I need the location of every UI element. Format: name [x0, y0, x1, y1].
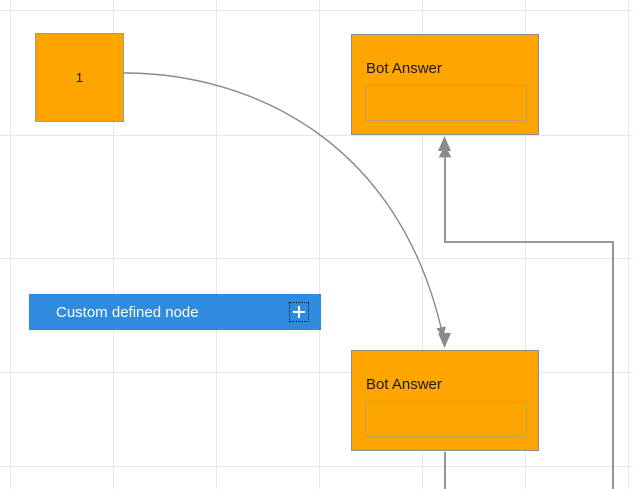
arrowhead-into-bot-answer-top — [438, 136, 451, 151]
bot-answer-top-input-slot[interactable] — [365, 85, 527, 121]
bot-answer-bottom-input-slot[interactable] — [365, 401, 527, 437]
flow-node-1[interactable]: 1 — [35, 33, 124, 122]
grid-line-vertical-6 — [628, 0, 629, 489]
custom-defined-node-bar[interactable]: Custom defined node — [29, 294, 321, 330]
grid-line-horizontal-2 — [0, 258, 633, 259]
grid-line-vertical-2 — [216, 0, 217, 489]
custom-defined-node-label: Custom defined node — [56, 303, 199, 321]
bot-answer-node-bottom[interactable]: Bot Answer — [351, 350, 539, 451]
bot-answer-bottom-title: Bot Answer — [366, 376, 442, 393]
grid-line-horizontal-1 — [0, 135, 633, 136]
bot-answer-node-top[interactable]: Bot Answer — [351, 34, 539, 135]
grid-line-horizontal-4 — [0, 466, 633, 467]
bot-answer-top-title: Bot Answer — [366, 60, 442, 77]
node-1-label: 1 — [75, 70, 84, 85]
plus-icon[interactable] — [289, 302, 309, 322]
grid-line-horizontal-0 — [0, 10, 633, 11]
grid-line-vertical-3 — [319, 0, 320, 489]
arrowhead-into-bot-answer-bottom — [438, 333, 451, 348]
grid-line-vertical-0 — [10, 0, 11, 489]
